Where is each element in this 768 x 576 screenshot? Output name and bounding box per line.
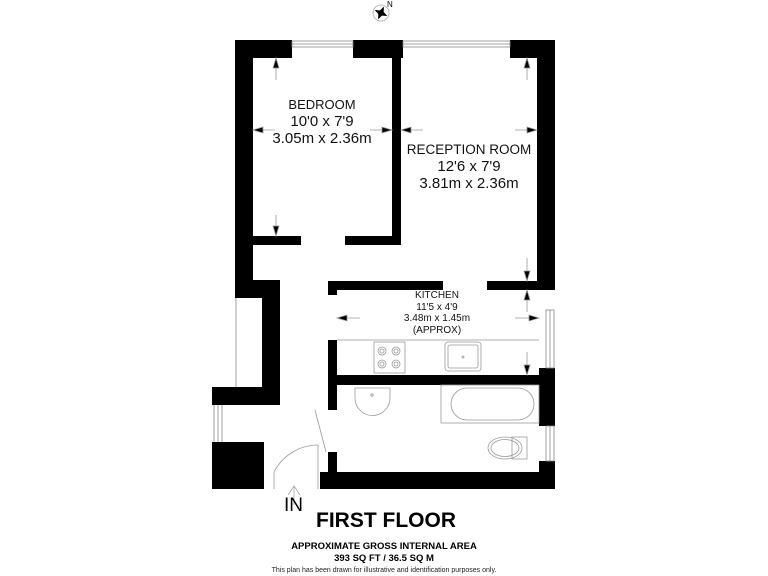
- bedroom-name: BEDROOM: [288, 97, 356, 112]
- kitchen-fixtures: [337, 339, 539, 374]
- reception-imperial: 12'6 x 7'9: [437, 157, 501, 175]
- reception-metric: 3.81m x 2.36m: [419, 174, 519, 192]
- kitchen-imperial: 11'5 x 4'9: [416, 301, 458, 313]
- toilet-icon: [511, 436, 528, 460]
- bedroom-imperial: 10'0 x 7'9: [290, 112, 354, 130]
- area-heading: APPROXIMATE GROSS INTERNAL AREA: [291, 541, 477, 552]
- floor-title: FIRST FLOOR: [316, 509, 456, 532]
- sink-icon: [444, 341, 482, 372]
- bathtub-icon: [440, 384, 540, 424]
- compass-rose-icon: [372, 4, 390, 22]
- kitchen-label: KITCHEN 11'5 x 4'9 3.48m x 1.45m (APPROX…: [387, 290, 487, 336]
- entrance-door: [273, 444, 319, 489]
- windows: [213, 40, 555, 462]
- kitchen-metric: 3.48m x 1.45m: [403, 313, 471, 324]
- disclaimer: This plan has been drawn for illustrativ…: [271, 567, 497, 574]
- dimension-lines: [251, 56, 541, 377]
- basin-icon: [354, 387, 391, 416]
- bedroom-label: BEDROOM 10'0 x 7'9 3.05m x 2.36m: [252, 97, 392, 148]
- reception-name: RECEPTION ROOM: [406, 142, 532, 157]
- entrance-label: IN: [284, 495, 303, 516]
- reception-label: RECEPTION ROOM 12'6 x 7'9 3.81m x 2.36m: [400, 142, 538, 192]
- hob-icon: [373, 341, 406, 374]
- kitchen-note: (APPROX): [412, 324, 462, 336]
- bathroom-fixtures: [273, 384, 540, 505]
- bedroom-metric: 3.05m x 2.36m: [272, 130, 372, 148]
- walls: [212, 40, 555, 489]
- north-label: N: [387, 0, 393, 9]
- entry-arrow-icon: [287, 485, 301, 505]
- kitchen-name: KITCHEN: [415, 290, 459, 301]
- area-value: 393 SQ FT / 36.5 SQ M: [334, 553, 434, 564]
